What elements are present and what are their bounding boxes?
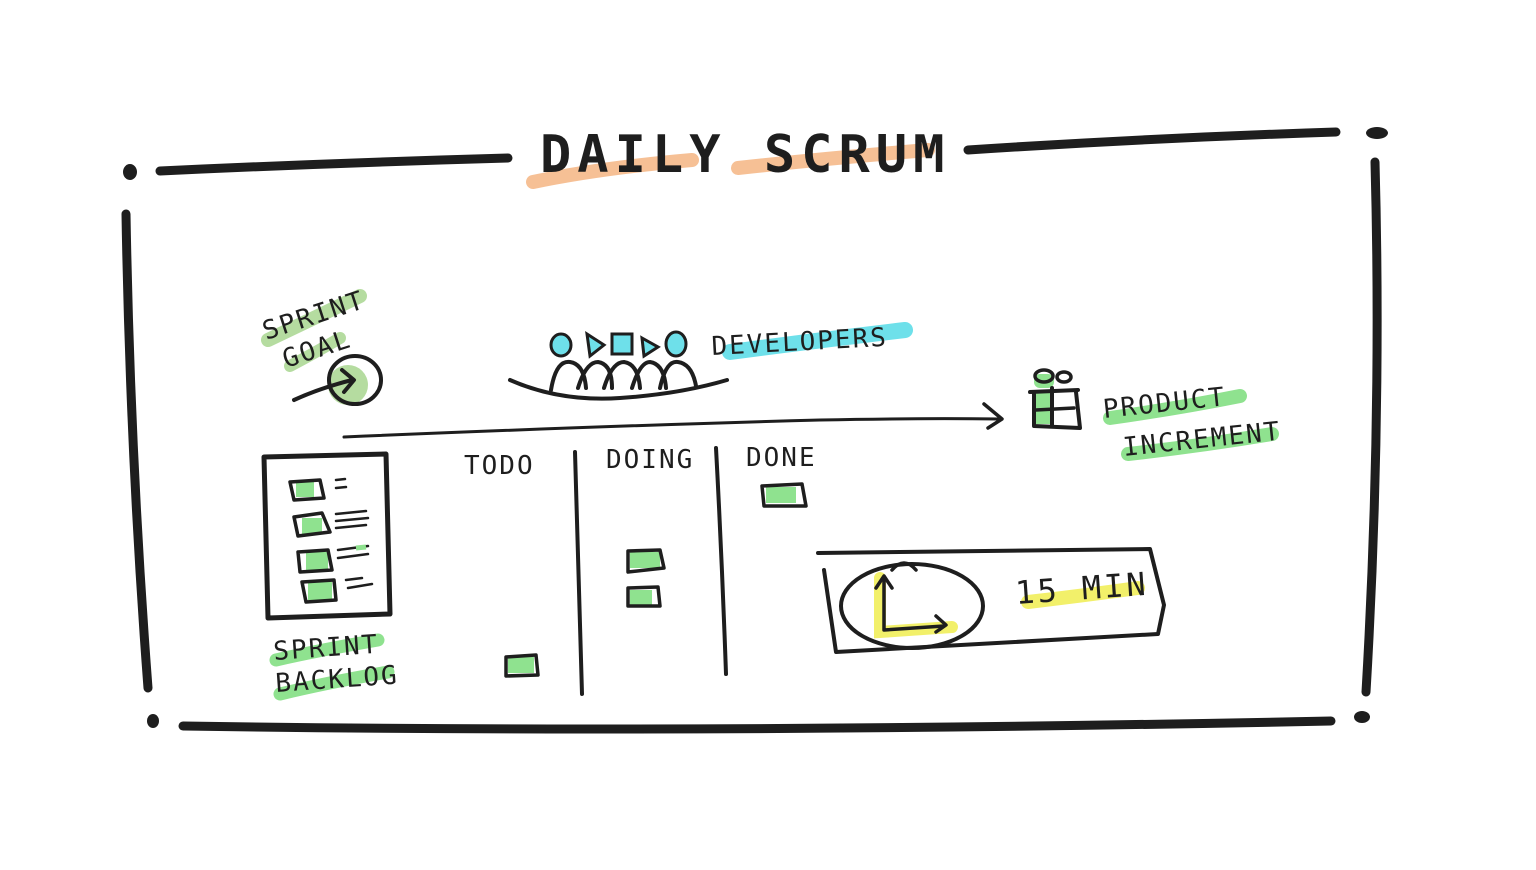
flow-arrow [342,402,1004,439]
title-text: DAILY SCRUM [540,125,950,185]
task-card-doing [626,585,662,608]
timebox-label: 15 MIN [1014,565,1150,612]
target-icon [292,354,383,406]
backlog-item [292,509,370,538]
task-board: TODO DOING DONE [464,443,817,696]
column-doing-label: DOING [606,445,694,475]
product-increment-line1: PRODUCT [1102,382,1228,425]
developers-label: DEVELOPERS [711,323,889,362]
frame [121,127,1388,734]
task-card-todo [504,653,540,678]
sprint-goal: SPRINT GOAL [259,285,383,406]
product-increment-line2: INCREMENT [1122,417,1283,463]
product-increment: PRODUCT INCREMENT [1028,368,1283,463]
team-people-icon [508,330,729,401]
column-done-label: DONE [746,443,817,473]
task-card-done [760,482,808,508]
sprint-backlog: SPRINT BACKLOG [261,451,400,701]
sprint-backlog-line2: BACKLOG [274,660,399,699]
task-card-doing [626,548,666,574]
column-todo-label: TODO [464,451,535,481]
backlog-item [300,576,374,604]
clock-icon [839,561,985,650]
backlog-item [296,544,370,574]
backlog-item [288,477,348,502]
title: DAILY SCRUM [526,125,950,189]
sprint-backlog-line1: SPRINT [272,630,380,667]
developers: DEVELOPERS [508,322,913,401]
timebox: 15 MIN [816,547,1166,654]
gift-icon [1028,368,1082,430]
